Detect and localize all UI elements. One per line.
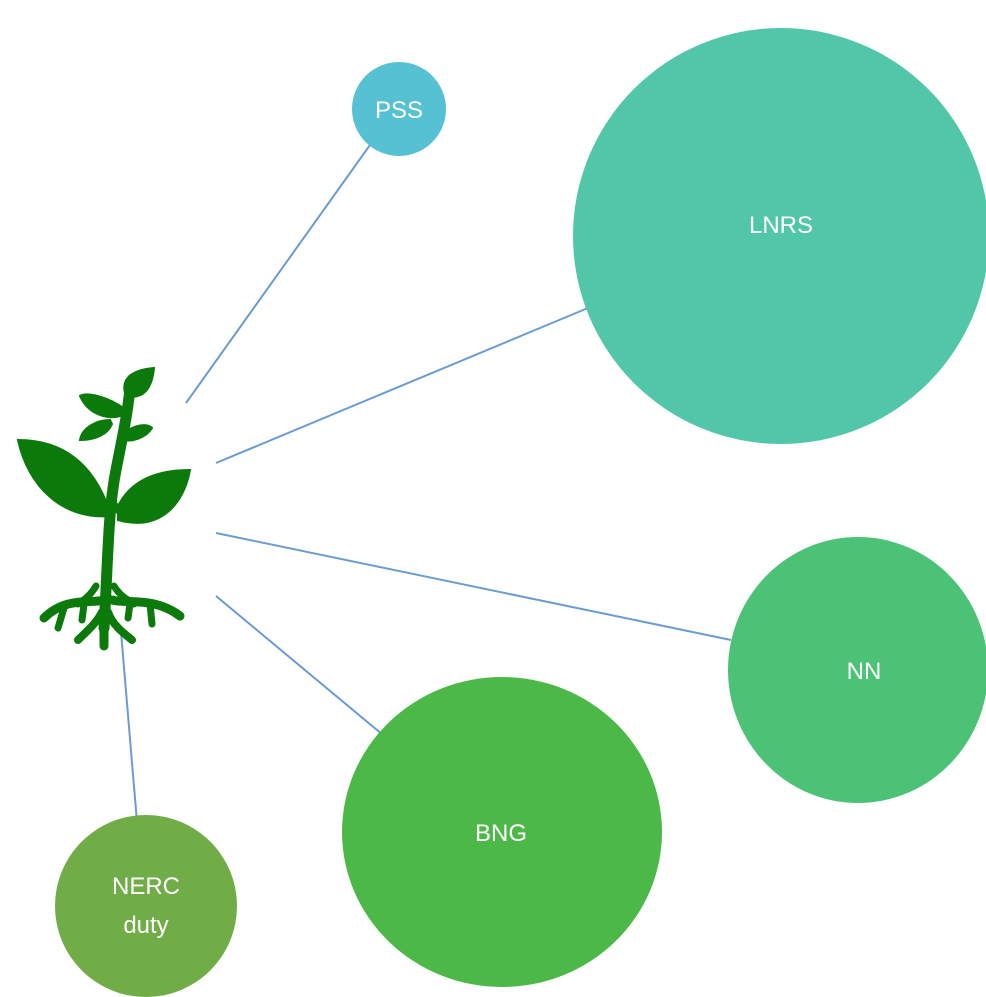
link-to-nn (215, 532, 732, 641)
node-lnrs-label: LNRS (749, 212, 813, 239)
node-pss-circle (352, 62, 446, 156)
node-lnrs: LNRS (573, 28, 986, 444)
node-nerc-circle (55, 815, 237, 997)
node-nerc-duty: NERC duty (55, 815, 237, 997)
node-bng-label: BNG (475, 820, 527, 847)
node-nerc-label-line2: duty (123, 912, 168, 939)
link-to-pss (185, 144, 371, 404)
node-bng-circle (342, 677, 662, 987)
connector-lines (120, 144, 732, 823)
node-nerc-label-line1: NERC (112, 873, 180, 900)
link-to-bng (215, 595, 384, 736)
node-pss-label: PSS (375, 97, 423, 124)
node-nn: NN (728, 537, 986, 803)
node-pss: PSS (352, 62, 446, 156)
node-nn-circle (728, 537, 986, 803)
node-lnrs-circle (573, 28, 986, 444)
link-to-lnrs (215, 307, 589, 464)
link-to-nerc (120, 631, 138, 823)
node-bng: BNG (342, 677, 662, 987)
node-nn-label: NN (847, 658, 882, 685)
seedling-plant-icon (16, 366, 192, 651)
